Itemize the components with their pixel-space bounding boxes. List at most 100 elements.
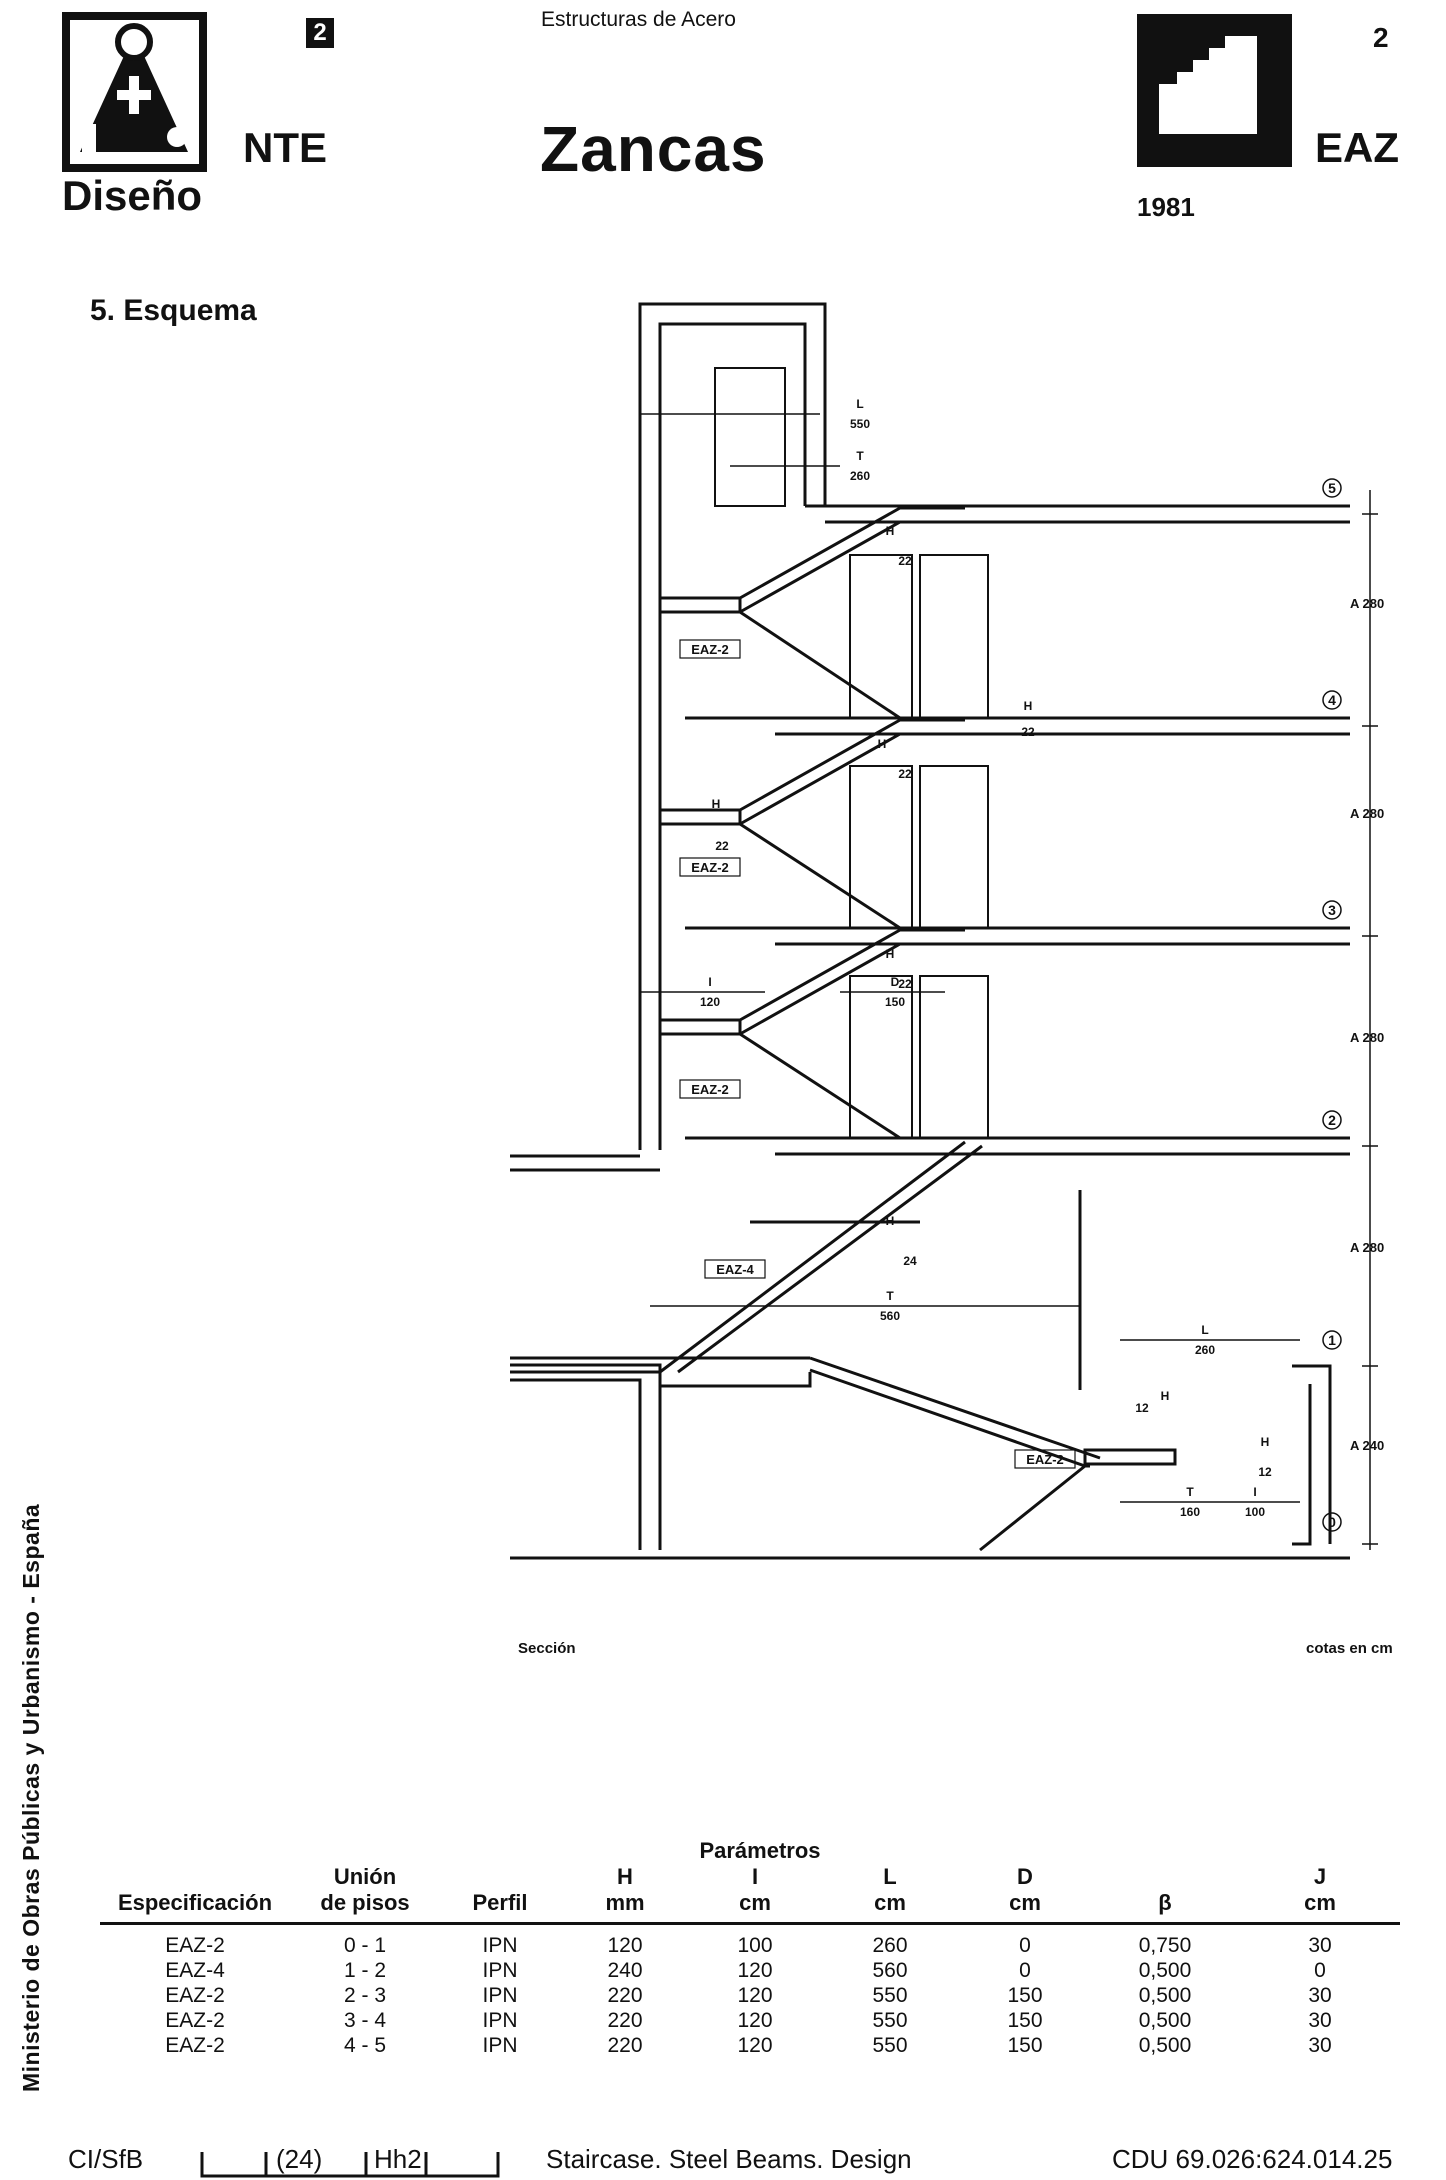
dim-T-160: T: [1186, 1485, 1194, 1499]
shaft-walls: [510, 302, 827, 1550]
dim-H-6: H: [886, 1214, 895, 1228]
floor-1: 1: [1328, 1332, 1336, 1348]
table-cell: 550: [872, 2009, 908, 2032]
table-cell: 0: [1019, 1934, 1031, 1957]
table-row: EAZ-2 3 - 4 IPN 220 120 550 150 0,500 30: [100, 2008, 1400, 2033]
table-row: EAZ-2 0 - 1 IPN 120 100 260 0 0,750 30: [100, 1924, 1400, 1959]
staircase-logo: [1137, 14, 1292, 167]
table-cell: 30: [1308, 1934, 1332, 1957]
dim-H-4: H: [712, 797, 721, 811]
height-label-3-4: A 280: [1350, 806, 1384, 821]
table-cell: EAZ-4: [165, 1959, 225, 1982]
floor-doors: [849, 554, 989, 1139]
dim-22-1: 22: [898, 554, 912, 568]
floor-5: 5: [1328, 480, 1336, 496]
beam-tag-basement: EAZ-2: [1026, 1452, 1064, 1467]
table-cell: 30: [1308, 1984, 1332, 2007]
dim-L-260: L: [1201, 1323, 1208, 1337]
col-header-especificacion: Especificación: [100, 1864, 290, 1925]
landings: [658, 596, 920, 1224]
document-code: EAZ: [1315, 124, 1399, 171]
table-cell: EAZ-2: [165, 1934, 225, 1957]
table-cell: 120: [737, 2034, 773, 2057]
table-cell: 0,500: [1138, 2034, 1192, 2057]
height-label-2-3: A 280: [1350, 1030, 1384, 1045]
floor-3: 3: [1328, 902, 1336, 918]
subject-label: Estructuras de Acero: [541, 8, 736, 31]
sheet-number: 2: [1373, 22, 1389, 53]
beam-tag-1-2-lower: EAZ-2: [691, 1082, 729, 1097]
units-caption: cotas en cm: [1306, 1640, 1393, 1657]
table-cell: EAZ-2: [165, 1984, 225, 2007]
cisib-hh: Hh2: [374, 2144, 422, 2174]
table-cell: 220: [607, 2009, 643, 2032]
table-cell: IPN: [482, 1959, 518, 1982]
cdu-code: CDU 69.026:624.014.25: [1112, 2144, 1393, 2174]
dim-150: 150: [885, 995, 905, 1009]
beam-tag-ramp: EAZ-4: [716, 1262, 754, 1277]
dim-T-560: T: [886, 1289, 894, 1303]
dim-H-5: H: [886, 947, 895, 961]
floor-0: 0: [1328, 1514, 1336, 1530]
dim-L-top: L: [856, 397, 863, 411]
table-cell: 30: [1308, 2034, 1332, 2057]
table-cell: EAZ-2: [165, 2034, 225, 2057]
table-cell: 120: [737, 1984, 773, 2007]
table-cell: 30: [1308, 2009, 1332, 2032]
table-cell: 100: [737, 1934, 773, 1957]
cisib-label: CI/SfB: [68, 2144, 144, 2174]
dim-I-100: I: [1253, 1485, 1256, 1499]
table-cell: IPN: [482, 1934, 518, 1957]
table-cell: 240: [607, 1959, 643, 1982]
table-cell: 1 - 2: [343, 1959, 387, 1982]
table-cell: 220: [607, 2034, 643, 2057]
table-row: EAZ-2 4 - 5 IPN 220 120 550 150 0,500 30: [100, 2033, 1400, 2058]
beam-tag-2-3: EAZ-2: [691, 860, 729, 875]
dim-560: 560: [880, 1309, 900, 1323]
table-cell: 0 - 1: [343, 1934, 387, 1957]
table-cell: 260: [872, 1934, 908, 1957]
dim-22-3: 22: [1021, 725, 1035, 739]
table-cell: 120: [607, 1934, 643, 1957]
dim-260: 260: [850, 469, 870, 483]
dim-12-2: 12: [1258, 1465, 1272, 1479]
staircase-section-drawing: 5 4 3 2 1 0 A 280 A 280 A 280 A 280 A 24…: [510, 302, 1384, 1560]
floor-4: 4: [1328, 692, 1336, 708]
page-title: Zancas: [540, 113, 767, 185]
table-row: EAZ-2 2 - 3 IPN 220 120 550 150 0,500 30: [100, 1983, 1400, 2008]
table-cell: 0: [1019, 1959, 1031, 1982]
dim-100: 100: [1245, 1505, 1265, 1519]
dim-160: 160: [1180, 1505, 1200, 1519]
table-cell: IPN: [482, 2009, 518, 2032]
floor-markers: [1322, 478, 1342, 1532]
top-door: [714, 367, 786, 507]
english-description: Staircase. Steel Beams. Design: [546, 2144, 912, 2174]
table-cell: EAZ-2: [165, 2009, 225, 2032]
height-label-0-1: A 240: [1350, 1438, 1384, 1453]
year-label: 1981: [1137, 192, 1195, 222]
dim-H-2: H: [878, 737, 887, 751]
stair-flights: [659, 506, 1177, 1552]
table-cell: 0,750: [1138, 1934, 1192, 1957]
horizontal-dimensions: [640, 413, 1300, 1503]
section-heading: 5. Esquema: [90, 294, 257, 327]
table-cell: 4 - 5: [343, 2034, 387, 2057]
table-cell: 120: [737, 2009, 773, 2032]
dim-550: 550: [850, 417, 870, 431]
col-header-perfil: Perfil: [440, 1864, 560, 1925]
table-row: EAZ-4 1 - 2 IPN 240 120 560 0 0,500 0: [100, 1958, 1400, 1983]
table-cell: 150: [1007, 1984, 1043, 2007]
floor-2: 2: [1328, 1112, 1336, 1128]
dim-H-1: H: [886, 524, 895, 538]
table-cell: 0,500: [1138, 2009, 1192, 2032]
table-cell: IPN: [482, 2034, 518, 2057]
dim-I-120: I: [708, 975, 711, 989]
dim-120: 120: [700, 995, 720, 1009]
level-dimension-line: [1362, 490, 1378, 1550]
height-label-4-5: A 280: [1350, 596, 1384, 611]
